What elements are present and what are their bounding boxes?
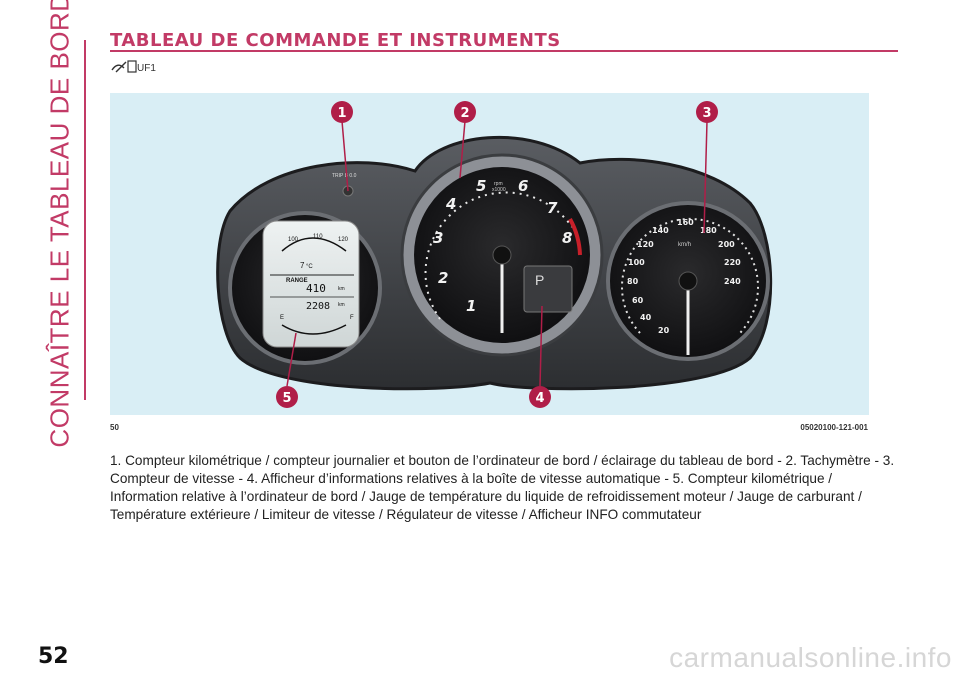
callout-3-badge [696, 101, 718, 123]
gear-indicator: P [535, 272, 544, 288]
callout-3: 3 [702, 106, 711, 121]
speedo-180: 180 [700, 226, 717, 235]
lcd-screen [262, 220, 360, 348]
speedo-100: 100 [628, 258, 645, 267]
tacho-4: 4 [445, 195, 456, 213]
side-divider [84, 40, 86, 400]
callout-5: 5 [282, 391, 291, 406]
lcd-outside-temp: 7 [300, 261, 305, 270]
speedo-220: 220 [724, 258, 741, 267]
tacho-6: 6 [518, 177, 528, 195]
watermark: carmanualsonline.info [669, 642, 952, 673]
tacho-1: 1 [466, 297, 476, 315]
tacho-redline [568, 218, 582, 256]
speedo-160: 160 [677, 218, 694, 227]
speedo-20: 20 [658, 326, 670, 335]
tacho-2: 2 [438, 269, 448, 287]
lcd-odometer: 2208 [306, 301, 330, 312]
speedo-unit: km/h [678, 242, 691, 248]
speedo-60: 60 [632, 296, 644, 305]
speedo-tick-arc [621, 217, 759, 334]
lcd-odometer-unit: km [338, 302, 345, 308]
tacho-hub [492, 245, 512, 265]
callout-4-badge [529, 386, 551, 408]
lcd-temp-arc [281, 237, 347, 252]
section-side-title: CONNAÎTRE LE TABLEAU DE BORD [32, 0, 88, 448]
callout-4: 4 [535, 391, 544, 406]
tacho-unit-multiplier: x1000 [492, 187, 506, 193]
callout-line-1 [341, 120, 349, 192]
lcd-temp-mid: 110 [313, 234, 323, 240]
callout-1-badge [331, 101, 353, 123]
lcd-range-unit: km [338, 286, 345, 292]
callout-line-3 [703, 120, 708, 234]
gear-display [523, 265, 573, 313]
speedo-200: 200 [718, 240, 735, 249]
tacho-5: 5 [476, 177, 486, 195]
callout-2-badge [454, 101, 476, 123]
lcd-range-value: 410 [306, 282, 326, 295]
lcd-range-label: RANGE [286, 278, 308, 284]
speedo-hub [678, 271, 698, 291]
trip-label: TRIP B 0.0 [332, 173, 357, 179]
figure-page-label: 50 [110, 423, 119, 432]
tacho-numbers: 1 2 3 4 5 6 7 8 [433, 177, 572, 315]
tacho-8: 8 [562, 229, 572, 247]
lcd-outside-temp-unit: °C [306, 264, 313, 270]
speedo-80: 80 [627, 277, 639, 286]
figure-caption: 1. Compteur kilométrique / compteur jour… [110, 453, 895, 522]
callout-2: 2 [460, 106, 469, 121]
callout-5-badge [276, 386, 298, 408]
tacho-tick-arc [424, 191, 573, 320]
figure-ref-code: 05020100-121-001 [800, 423, 868, 432]
svg-text:UF1: UF1 [137, 63, 156, 74]
speedo-120: 120 [637, 240, 654, 249]
tacho-3: 3 [433, 229, 443, 247]
tacho-7: 7 [547, 199, 558, 217]
callout-1: 1 [337, 106, 346, 121]
lcd-fuel-full: F [350, 315, 354, 321]
lcd-fuel-empty: E [280, 315, 284, 321]
speedo-240: 240 [724, 277, 741, 286]
tacho-unit: rpm [494, 181, 503, 187]
lcd-fuel-arc [281, 324, 347, 335]
callout-line-5 [286, 332, 297, 387]
speedo-numbers: 20 40 60 80 100 120 140 160 180 200 220 … [627, 218, 741, 335]
callout-line-4 [539, 305, 543, 387]
lcd-temp-high: 120 [338, 237, 349, 243]
instrument-cluster-figure: 100 110 120 7 °C RANGE 410 km 2208 km E … [110, 93, 869, 415]
speedo-140: 140 [652, 226, 669, 235]
page-title: TABLEAU DE COMMANDE ET INSTRUMENTS [110, 30, 561, 51]
lcd-temp-low: 100 [288, 237, 299, 243]
callout-line-2 [459, 120, 466, 179]
service-manual-icon: UF1 [111, 60, 156, 74]
speedo-40: 40 [640, 313, 652, 322]
title-underline [110, 50, 898, 52]
page-number: 52 [38, 644, 69, 669]
section-title-text: CONNAÎTRE LE TABLEAU DE BORD [44, 0, 75, 448]
instrument-cluster-illustration: 100 110 120 7 °C RANGE 410 km 2208 km E … [216, 101, 773, 408]
